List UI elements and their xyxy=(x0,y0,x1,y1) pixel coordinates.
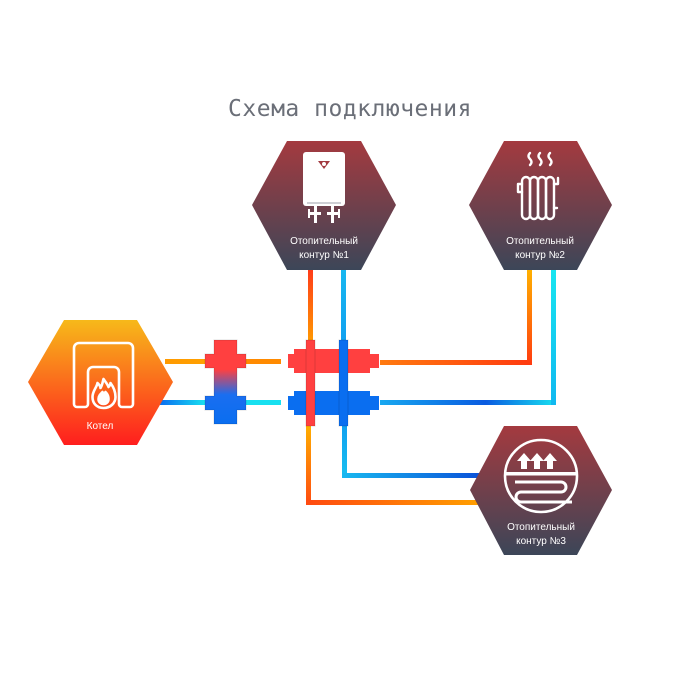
pipe-circuit1-supply xyxy=(308,268,313,343)
pipe-circuit1-return xyxy=(341,268,346,343)
hydraulic-separator xyxy=(204,339,247,425)
pipe-circuit3-supply-h xyxy=(306,500,482,505)
pipe-circuit3-return-v xyxy=(342,425,347,478)
pipe-circuit2-return-h xyxy=(380,400,556,405)
pipe-circuit3-return-h xyxy=(342,473,482,478)
pipe-boiler-supply xyxy=(165,359,205,364)
node-boiler[interactable]: Котел xyxy=(28,320,173,445)
pipe-circuit2-return-v xyxy=(551,268,556,405)
radiator-icon xyxy=(516,151,560,221)
circuit3-label-line2: контур №3 xyxy=(516,536,566,547)
pipe-circuit2-supply-h xyxy=(380,360,532,365)
node-circuit-1[interactable]: Отопительный контур №1 xyxy=(252,141,396,270)
manifold-return-bar xyxy=(288,391,379,415)
pipe-circuit2-supply-v xyxy=(527,268,532,365)
manifold-supply-riser xyxy=(305,339,316,427)
node-circuit-2[interactable]: Отопительный контур №2 xyxy=(469,141,612,270)
circuit1-label-line1: Отопительный xyxy=(290,236,358,247)
diagram-title: Схема подключения xyxy=(228,96,472,122)
underfloor-heating-icon xyxy=(503,438,579,514)
boiler-label: Котел xyxy=(87,421,114,432)
water-heater-icon xyxy=(303,152,345,223)
pipe-separator-manifold-return xyxy=(246,400,281,405)
circuit2-label-line2: контур №2 xyxy=(515,250,565,261)
pipe-separator-manifold-supply xyxy=(246,359,281,364)
node-circuit-3[interactable]: Отопительный контур №3 xyxy=(470,426,612,555)
boiler-flame-icon xyxy=(72,341,135,410)
circuit3-label-line1: Отопительный xyxy=(507,522,575,533)
pipe-circuit3-supply-v xyxy=(306,425,311,505)
circuit2-label-line1: Отопительный xyxy=(506,236,574,247)
pipe-boiler-return xyxy=(160,400,205,405)
pipes xyxy=(160,268,556,505)
manifold-return-riser xyxy=(338,339,349,427)
distribution-manifold xyxy=(288,339,379,427)
circuit1-label-line2: контур №1 xyxy=(299,250,349,261)
manifold-supply-bar xyxy=(288,349,379,373)
